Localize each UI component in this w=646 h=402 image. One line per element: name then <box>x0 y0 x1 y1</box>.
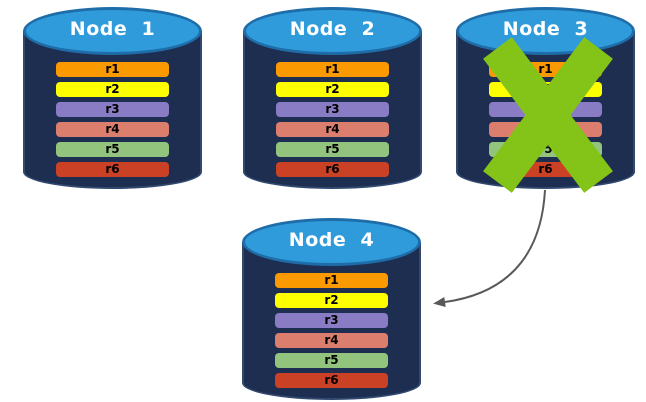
replica-r1: r1 <box>56 62 169 77</box>
replica-r1: r1 <box>276 62 389 77</box>
node-title: Node 4 <box>288 229 375 251</box>
cylinder-top <box>242 218 421 266</box>
db-node-1: Node 1 r1 r2 r3 r4 r5 r6 <box>23 7 202 189</box>
cylinder-top <box>243 7 422 55</box>
node-title: Node 3 <box>502 18 589 40</box>
replica-r3: r3 <box>56 102 169 117</box>
replica-list: r1 r2 r3 r4 r5 r6 <box>275 273 388 388</box>
replica-list: r1 r2 r3 r4 r5 r6 <box>276 62 389 177</box>
replica-r4: r4 <box>56 122 169 137</box>
arrow-path <box>433 189 546 307</box>
replica-r3: r3 <box>275 313 388 328</box>
failure-x-icon <box>497 49 599 181</box>
replica-r6: r6 <box>56 162 169 177</box>
db-node-3: Node 3 r1 r2 r3 r4 r5 r6 <box>456 7 635 189</box>
replica-r5: r5 <box>56 142 169 157</box>
replica-r5: r5 <box>276 142 389 157</box>
replica-r1: r1 <box>275 273 388 288</box>
cylinder-top <box>23 7 202 55</box>
replica-r4: r4 <box>275 333 388 348</box>
replica-r3: r3 <box>276 102 389 117</box>
replica-r2: r2 <box>275 293 388 308</box>
replica-r6: r6 <box>275 373 388 388</box>
db-node-4: Node 4 r1 r2 r3 r4 r5 r6 <box>242 218 421 400</box>
replica-r2: r2 <box>276 82 389 97</box>
replica-r4: r4 <box>276 122 389 137</box>
node-title: Node 1 <box>69 18 156 40</box>
node-title: Node 2 <box>289 18 376 40</box>
replica-list: r1 r2 r3 r4 r5 r6 <box>56 62 169 177</box>
replica-r5: r5 <box>275 353 388 368</box>
replica-r2: r2 <box>56 82 169 97</box>
replica-r6: r6 <box>276 162 389 177</box>
db-node-2: Node 2 r1 r2 r3 r4 r5 r6 <box>243 7 422 189</box>
